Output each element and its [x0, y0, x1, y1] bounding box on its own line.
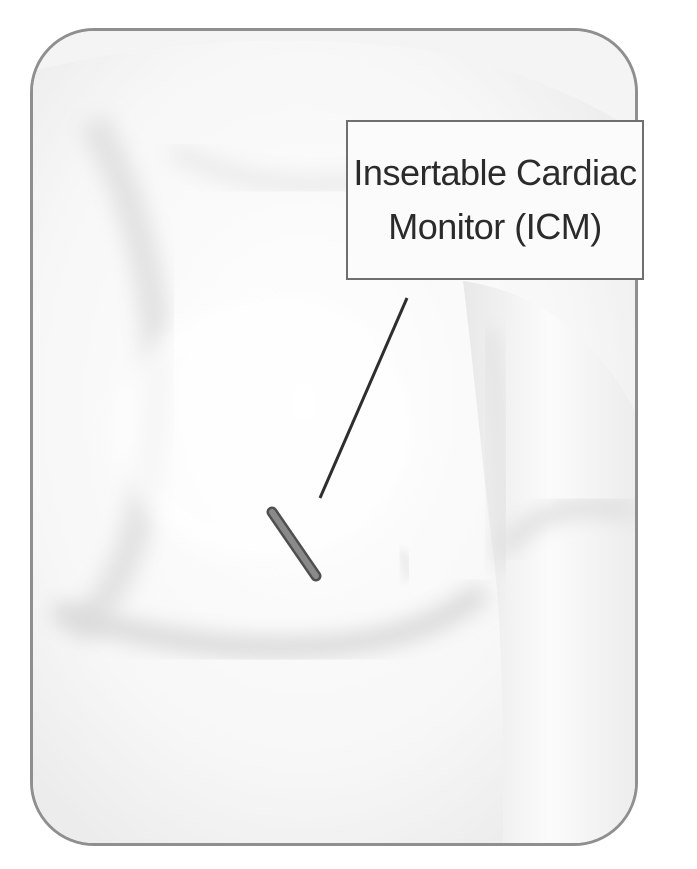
callout-line-1: Insertable Cardiac	[353, 146, 636, 200]
icm-callout-label: Insertable Cardiac Monitor (ICM)	[346, 120, 644, 280]
callout-line-2: Monitor (ICM)	[388, 200, 602, 254]
